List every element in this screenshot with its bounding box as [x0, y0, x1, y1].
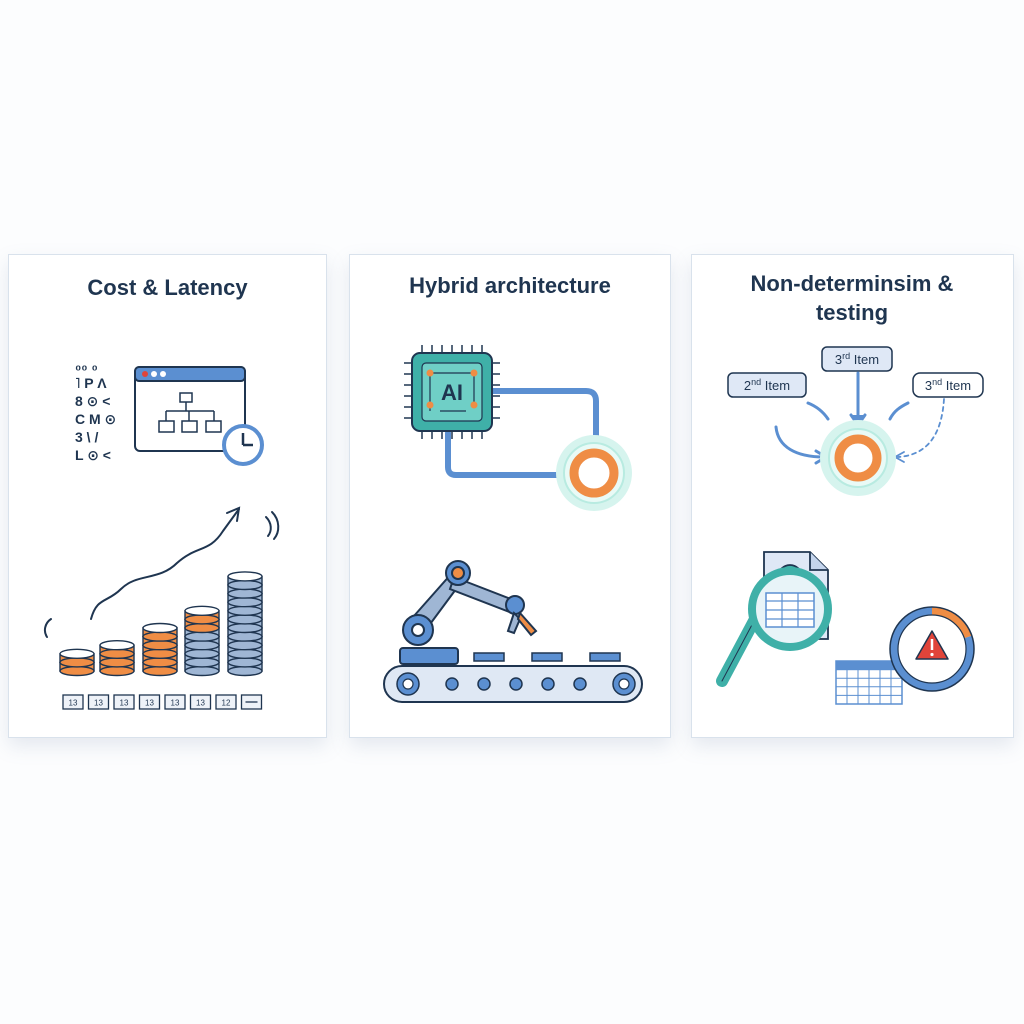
panel-hybrid-architecture: Hybrid architecture AI	[349, 254, 671, 738]
svg-text:3rd Item: 3rd Item	[835, 351, 879, 367]
panel-cost-latency: Cost & Latency ₀₀ ₀ ˥ P Ʌ 8 ⊙ < C M ⊙ 3 …	[8, 254, 327, 738]
token-box: 13	[87, 694, 110, 710]
item-text: Item	[761, 378, 790, 393]
coin-stack	[59, 648, 95, 677]
token-box: 13	[189, 694, 212, 710]
glyph-row: ˥ P Ʌ	[75, 375, 107, 391]
panel-non-determinism-testing: Non-determinsim & testing 2nd Item 3rd I…	[691, 254, 1014, 738]
table-icon	[835, 660, 903, 705]
token-box: 13	[164, 694, 186, 710]
roller	[573, 677, 587, 691]
svg-text:3nd Item: 3nd Item	[925, 377, 971, 393]
coin-stack	[142, 622, 178, 677]
token-label: 13	[171, 699, 180, 708]
flowchart-icon	[158, 392, 222, 433]
item-suffix: nd	[751, 377, 761, 387]
chip-label: AI	[441, 380, 463, 405]
orange-node-icon	[556, 435, 632, 511]
coin-stack	[227, 571, 263, 677]
item-label: 2nd Item	[727, 372, 807, 398]
token-box	[240, 694, 263, 710]
svg-text:2nd Item: 2nd Item	[744, 377, 790, 393]
item-label: 3nd Item	[912, 372, 984, 398]
token-label: 12	[222, 699, 231, 708]
item-suffix: nd	[932, 377, 942, 387]
glyph-row: 8 ⊙ <	[75, 393, 110, 409]
item-text: Item	[850, 352, 879, 367]
roller	[396, 672, 420, 696]
token-label: 13	[69, 699, 78, 708]
magnifier-icon	[716, 567, 832, 687]
glyph-row: ₀₀ ₀	[75, 357, 98, 373]
coin-stack	[184, 605, 220, 677]
robot-arm-icon	[399, 560, 538, 665]
coin-stack-icon	[59, 571, 263, 677]
roller	[612, 672, 636, 696]
roller	[541, 677, 555, 691]
token-label: 13	[120, 699, 129, 708]
token-label: 13	[145, 699, 154, 708]
trend-arrow-icon	[43, 506, 280, 638]
item-ordinal: 3	[835, 352, 842, 367]
glyph-row: C M ⊙	[75, 411, 116, 427]
glyph-row: L ⊙ <	[75, 447, 111, 463]
item-ordinal: 2	[744, 378, 751, 393]
panel-title-text: Non-determinsim & testing	[750, 271, 954, 325]
token-label: 13	[94, 699, 103, 708]
hybrid-architecture-illustration: AI	[383, 345, 643, 703]
orange-node-icon	[820, 420, 896, 496]
clock-icon	[222, 424, 264, 466]
token-strip: 13 13 13 13 13 13 12	[62, 694, 263, 710]
conveyor-belt-icon	[383, 652, 643, 703]
item-label: 3rd Item	[821, 346, 893, 372]
item-ordinal: 3	[925, 378, 932, 393]
panel-title: Hybrid architecture	[409, 273, 611, 298]
warning-gauge-icon	[889, 606, 975, 692]
token-box: 13	[138, 694, 161, 710]
token-label: 13	[196, 699, 205, 708]
roller	[445, 677, 459, 691]
token-box: 13	[113, 694, 135, 710]
roller	[509, 677, 523, 691]
coin-stack	[99, 640, 135, 677]
item-suffix: rd	[842, 351, 850, 361]
token-box: 12	[215, 694, 237, 710]
glyph-row: 3 \ /	[75, 429, 98, 445]
panel-title: Non-determinsim & testing	[722, 269, 982, 327]
token-box: 13	[62, 694, 84, 710]
roller	[477, 677, 491, 691]
item-text: Item	[942, 378, 971, 393]
panel-title: Cost & Latency	[87, 275, 248, 300]
glyph-grid-icon: ₀₀ ₀ ˥ P Ʌ 8 ⊙ < C M ⊙ 3 \ / L ⊙ <	[75, 357, 116, 463]
cpu-chip-icon: AI	[404, 345, 500, 439]
testing-illustration: 2nd Item 3rd Item 3nd Item	[716, 346, 984, 705]
connector-line-icon	[445, 388, 599, 478]
cost-latency-illustration: ₀₀ ₀ ˥ P Ʌ 8 ⊙ < C M ⊙ 3 \ / L ⊙ <	[43, 357, 280, 710]
